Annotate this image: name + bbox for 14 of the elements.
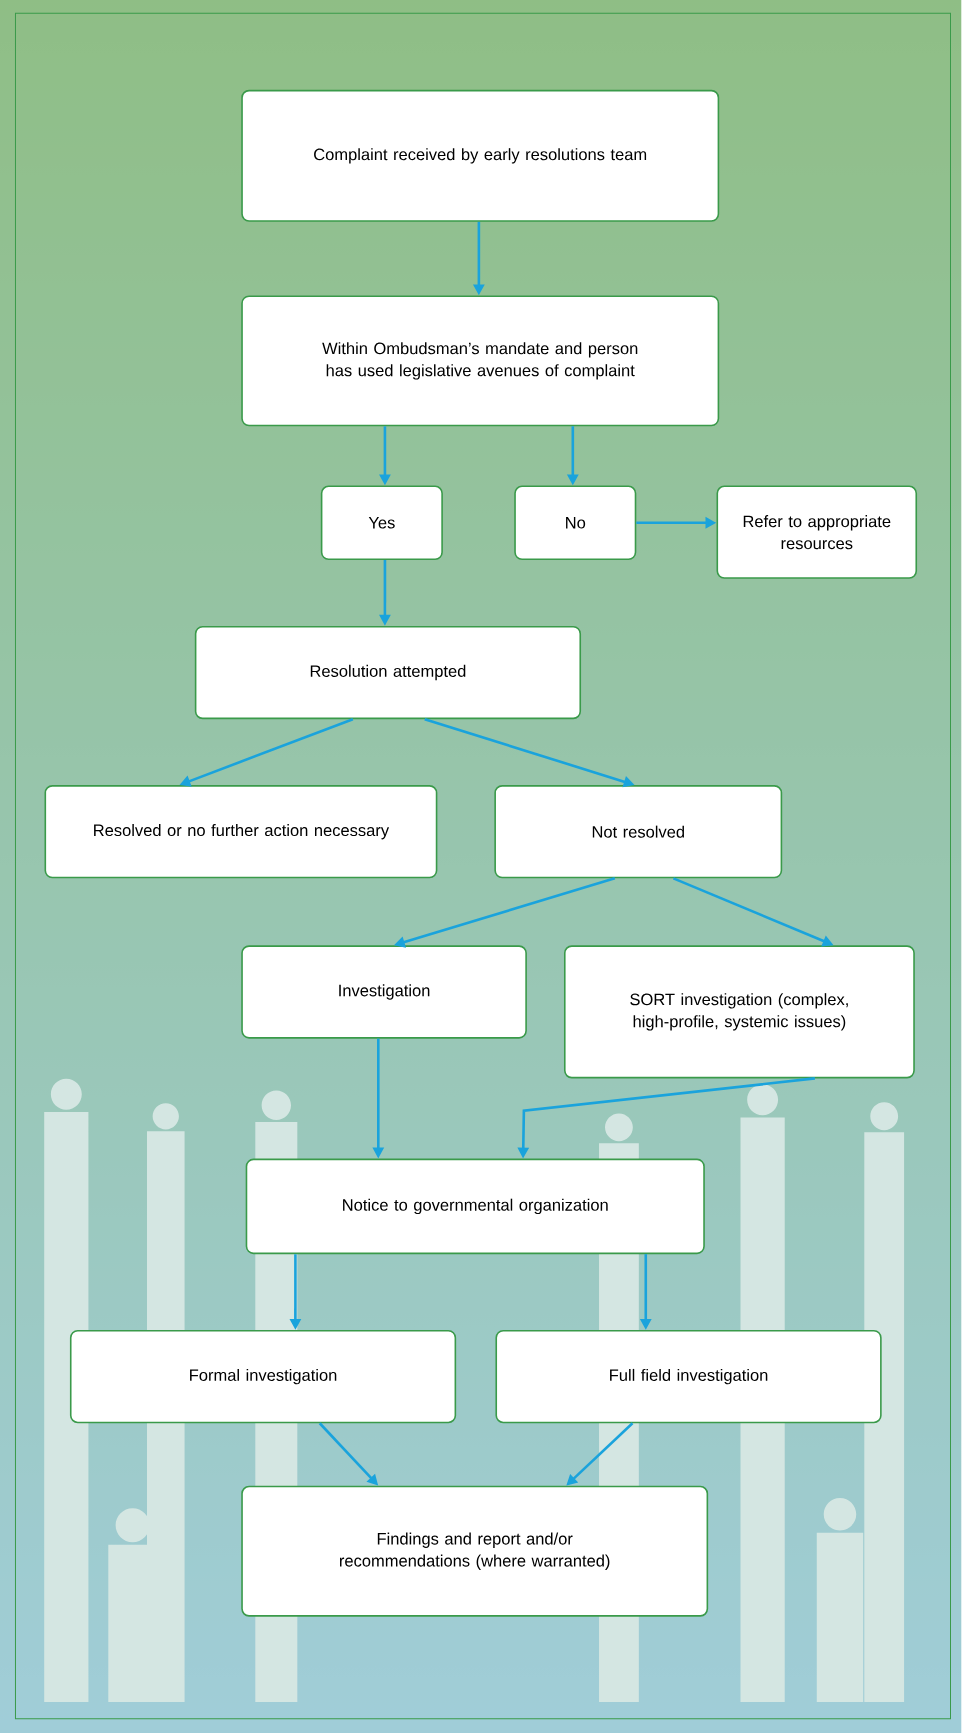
process-box: Findings and report and/or recommendations (where warranted)	[241, 1485, 709, 1617]
process-box: Resolved or no further action necessary	[44, 785, 438, 879]
process-box: No	[514, 485, 637, 561]
process-box: SORT investigation (complex, high-profile, systemic issues)	[564, 945, 916, 1079]
process-box: Within Ombudsman’s mandate and person has used legislative avenues of complaint	[241, 295, 720, 427]
process-box: Full field investigation	[495, 1329, 882, 1424]
process-box: Investigation	[241, 945, 528, 1039]
process-box: Notice to governmental organization	[245, 1158, 706, 1255]
process-box: Resolution attempted	[195, 625, 582, 720]
process-box: Refer to appropriate resources	[716, 485, 918, 579]
process-box: Complaint received by early resolutions team	[241, 89, 720, 222]
process-box: Not resolved	[494, 785, 783, 879]
process-box: Yes	[321, 485, 444, 561]
process-box: Formal investigation	[70, 1329, 457, 1424]
